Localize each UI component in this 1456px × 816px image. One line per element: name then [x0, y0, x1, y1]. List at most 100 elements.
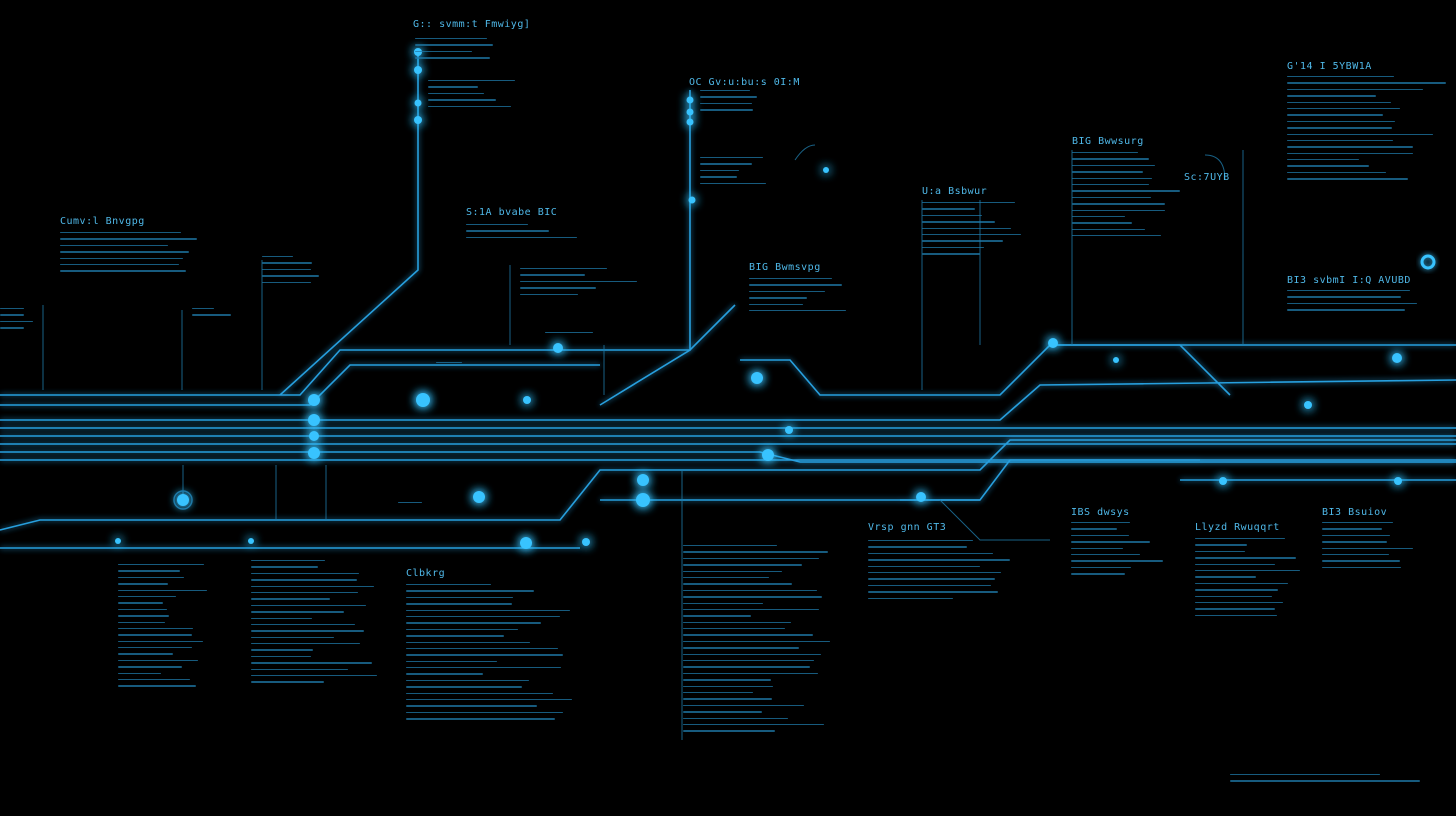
text-line	[262, 281, 311, 283]
text-line	[118, 595, 176, 598]
text-line	[406, 667, 561, 669]
text-line	[436, 362, 462, 364]
label-top: G:: svmm:t Fmwiyg]	[413, 19, 531, 30]
label-left: Cumv:l Bnvgpg	[60, 216, 145, 227]
text-line	[118, 615, 169, 617]
text-line	[683, 602, 763, 604]
text-line	[922, 233, 1021, 236]
text-line	[1322, 528, 1382, 530]
text-block	[1071, 522, 1169, 580]
text-line	[466, 224, 528, 226]
text-line	[118, 621, 165, 623]
text-line	[251, 566, 318, 568]
text-line	[1287, 309, 1405, 311]
text-line	[1287, 101, 1391, 103]
text-line	[1072, 177, 1152, 179]
text-block	[1322, 522, 1422, 573]
text-line	[1287, 133, 1433, 135]
label-r2: BI3 svbmI I:Q AVUBD	[1287, 275, 1411, 286]
text-block	[520, 268, 638, 300]
text-line	[1195, 544, 1247, 546]
text-line	[700, 96, 757, 98]
text-line	[1287, 159, 1359, 161]
text-line	[922, 214, 982, 217]
text-line	[60, 232, 181, 234]
text-line	[118, 589, 207, 591]
text-line	[118, 685, 196, 687]
text-line	[251, 572, 359, 575]
text-line	[1072, 152, 1138, 154]
text-line	[683, 711, 762, 713]
text-line	[1072, 209, 1165, 211]
text-line	[118, 666, 182, 668]
text-line	[118, 647, 192, 649]
label-mid-b: OC Gv:u:bu:s 0I:M	[689, 77, 800, 88]
text-line	[520, 287, 596, 289]
text-line	[1287, 95, 1376, 97]
text-line	[1071, 573, 1125, 575]
text-line	[520, 268, 607, 270]
text-line	[683, 640, 830, 643]
text-line	[1071, 553, 1140, 556]
label-mid-a: S:1A bvabe BIC	[466, 207, 558, 218]
text-line	[1287, 120, 1395, 123]
text-line	[1071, 541, 1150, 543]
text-block	[436, 362, 476, 368]
text-line	[406, 647, 558, 650]
text-line	[406, 635, 504, 637]
text-line	[749, 284, 842, 286]
text-line	[406, 622, 541, 624]
text-line	[749, 309, 846, 312]
text-line	[428, 105, 511, 107]
text-line	[406, 711, 563, 714]
text-line	[868, 578, 995, 580]
text-line	[1287, 88, 1423, 91]
text-line	[700, 90, 750, 92]
text-line	[683, 685, 773, 687]
text-line	[1322, 566, 1401, 569]
text-block	[251, 560, 381, 688]
text-line	[1195, 595, 1272, 597]
text-block	[118, 564, 208, 692]
text-line	[406, 686, 522, 688]
text-line	[922, 253, 980, 255]
text-line	[868, 552, 993, 555]
text-block	[428, 80, 538, 112]
text-line	[118, 653, 173, 655]
text-line	[683, 551, 828, 553]
text-line	[251, 636, 334, 639]
text-line	[406, 590, 534, 592]
text-line	[192, 308, 214, 310]
text-block	[60, 232, 200, 277]
text-line	[683, 621, 791, 624]
text-line	[868, 565, 980, 567]
label-b1: Clbkrg	[406, 568, 446, 579]
text-block	[406, 584, 576, 725]
text-line	[683, 704, 804, 707]
text-line	[251, 579, 357, 581]
text-line	[683, 570, 782, 572]
text-line	[118, 627, 193, 630]
text-line	[1195, 608, 1275, 610]
text-line	[1195, 582, 1288, 585]
text-line	[1195, 550, 1245, 553]
text-line	[520, 274, 585, 276]
text-line	[683, 557, 819, 560]
text-line	[868, 540, 973, 542]
text-line	[1071, 560, 1163, 562]
text-line	[1287, 290, 1410, 292]
text-line	[60, 238, 197, 240]
text-line	[922, 246, 984, 249]
label-c: BIG Bwwsurg	[1072, 136, 1144, 147]
text-line	[1072, 164, 1155, 167]
text-line	[1230, 774, 1380, 776]
text-line	[415, 50, 472, 53]
text-line	[683, 679, 771, 681]
text-block	[1195, 538, 1303, 621]
label-b2: IBS dwsys	[1071, 507, 1130, 518]
text-line	[251, 611, 344, 613]
text-line	[1287, 82, 1446, 84]
text-line	[1195, 601, 1283, 604]
